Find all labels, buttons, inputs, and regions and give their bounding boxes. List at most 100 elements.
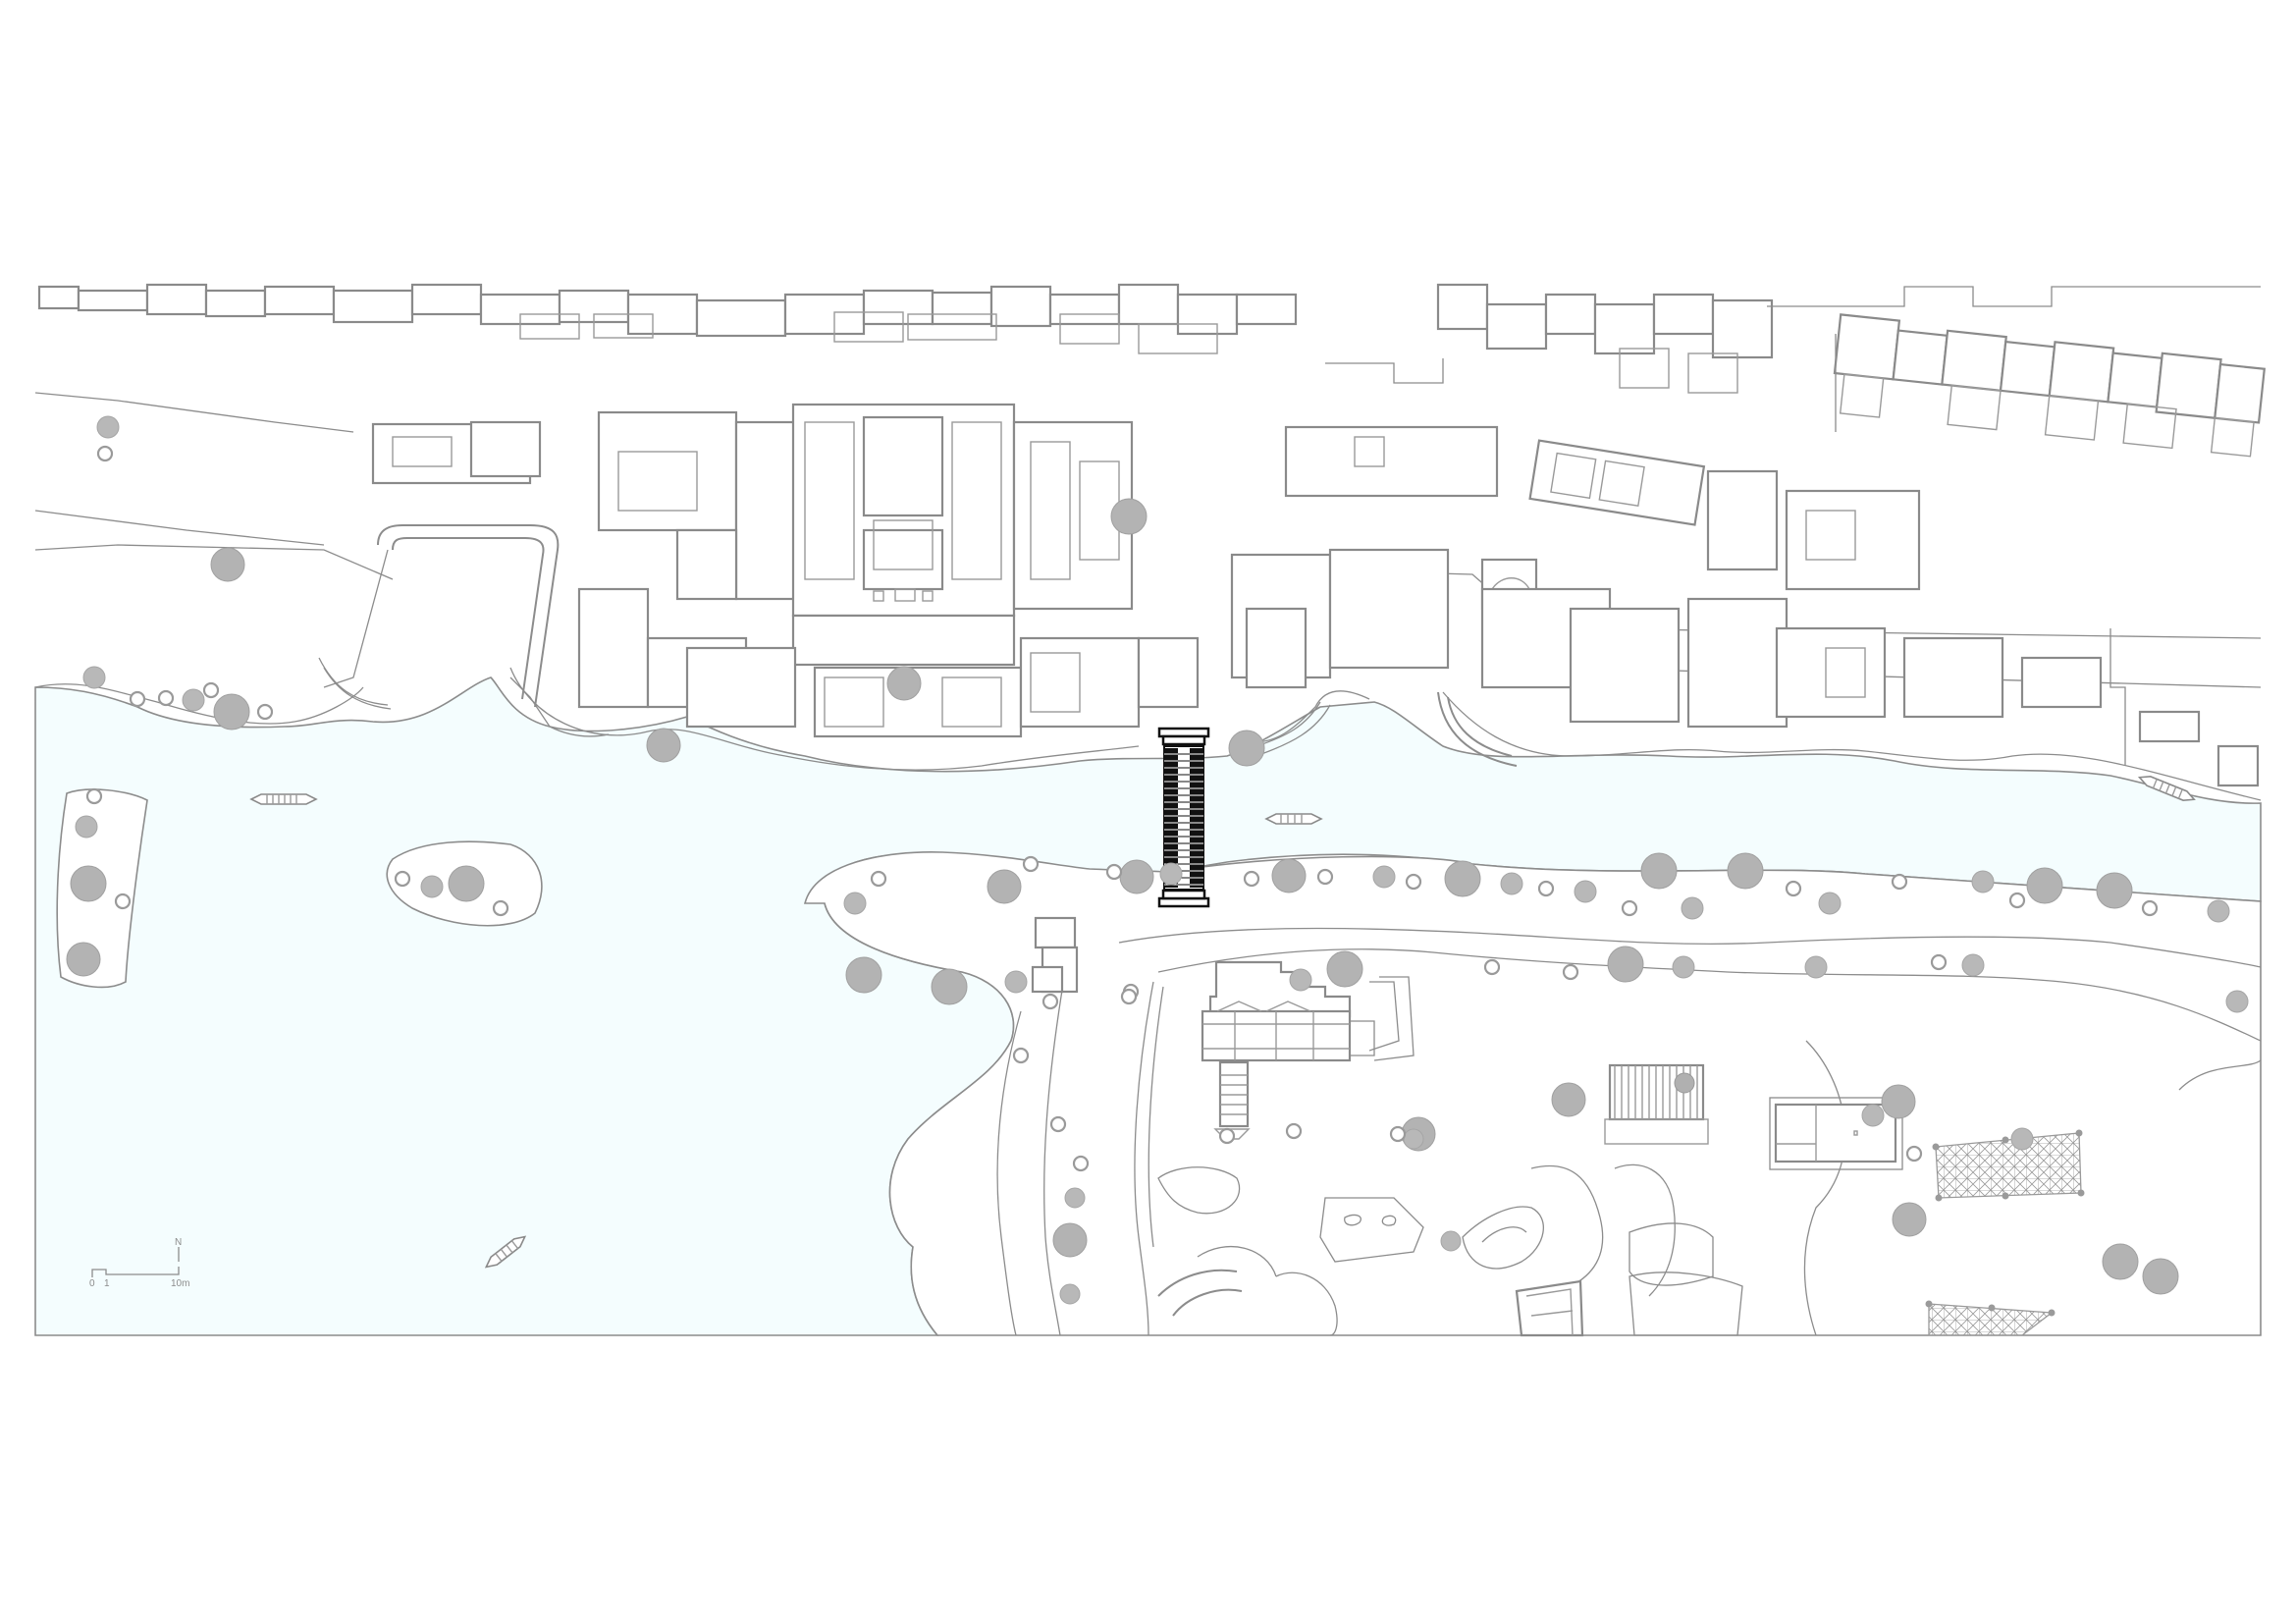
tree [2008, 892, 2026, 909]
tree [1444, 860, 1481, 897]
tree [1727, 852, 1764, 890]
tree [448, 865, 485, 902]
tree [1285, 1122, 1303, 1140]
tree [1681, 896, 1704, 920]
tree [1105, 863, 1123, 881]
boat [1264, 813, 1323, 825]
tree [1881, 1084, 1916, 1119]
tree [1905, 1145, 1923, 1163]
tree [1012, 1047, 1030, 1064]
tree [843, 892, 867, 915]
tree [492, 899, 509, 917]
tree [1500, 872, 1523, 895]
tree [1326, 950, 1363, 988]
small-river-pavilion [1031, 916, 1079, 994]
tree [1059, 1283, 1081, 1305]
tree [1971, 870, 1995, 893]
tree [75, 815, 98, 839]
tree [1483, 958, 1501, 976]
tree [2026, 867, 2063, 904]
central-building-complex [371, 403, 2260, 787]
tree [202, 681, 220, 699]
tree [1891, 873, 1908, 891]
north-housing-row [37, 283, 2267, 458]
tree [96, 445, 114, 462]
tree [1049, 1115, 1067, 1133]
tree [1621, 899, 1638, 917]
tree [70, 865, 107, 902]
tree [1072, 1155, 1090, 1172]
boat [2137, 776, 2196, 801]
south-bank [803, 851, 2262, 1336]
tree [1537, 880, 1555, 897]
boat [484, 1235, 527, 1269]
tree [82, 666, 106, 689]
north-label: N [175, 1237, 182, 1248]
tree [129, 690, 146, 708]
tree [1562, 963, 1579, 981]
tree [1052, 1222, 1088, 1258]
tree [420, 875, 444, 898]
tree [1316, 868, 1334, 886]
tree [1389, 1125, 1407, 1143]
tree [1785, 880, 1802, 897]
tree [1804, 955, 1828, 979]
tree [1004, 970, 1028, 994]
tree [85, 787, 103, 805]
tree [1041, 993, 1059, 1010]
tree [2225, 990, 2249, 1013]
tree [2207, 899, 2230, 923]
tree [1640, 852, 1678, 890]
tree [256, 703, 274, 721]
tree [2102, 1243, 2139, 1280]
scale-tick-10m: 10m [171, 1278, 189, 1289]
tree [1574, 880, 1597, 903]
tree [157, 689, 175, 707]
boats [249, 776, 2196, 1269]
tree [1892, 1202, 1927, 1237]
trees [66, 415, 2249, 1305]
tree [114, 893, 132, 910]
tree [1405, 873, 1422, 891]
tree [210, 547, 245, 582]
tree [2010, 1127, 2034, 1151]
tree [394, 870, 411, 888]
tree [931, 968, 968, 1005]
tree [1159, 862, 1183, 886]
tree [845, 956, 882, 994]
tree [1403, 1128, 1424, 1150]
curved-quay [318, 524, 610, 737]
tree [2096, 872, 2133, 909]
tree [1372, 865, 1396, 889]
river-pavilion [1201, 960, 1415, 1140]
tree [1930, 953, 1948, 971]
tree [1064, 1187, 1086, 1209]
boat [249, 793, 318, 805]
tree [1120, 988, 1138, 1005]
pool-building [1769, 1097, 1903, 1170]
tree [1228, 730, 1265, 767]
tree [182, 688, 205, 712]
tree [1022, 855, 1040, 873]
tree [1271, 858, 1307, 893]
tree [1961, 953, 1985, 977]
tree [1861, 1104, 1885, 1127]
tree [1818, 892, 1842, 915]
tree [66, 942, 101, 977]
tree [1110, 498, 1148, 535]
scale-bar: N 0 1 10m [89, 1237, 189, 1289]
tree [1440, 1230, 1462, 1252]
tree [2142, 1258, 2179, 1295]
tree [1289, 968, 1312, 992]
tree [1551, 1082, 1586, 1117]
tree [987, 869, 1022, 904]
scale-tick-1: 1 [104, 1278, 110, 1289]
tree [1243, 870, 1260, 888]
tree [1607, 946, 1644, 983]
tree [213, 693, 250, 730]
tree [886, 666, 922, 701]
tree [2141, 899, 2159, 917]
tree [870, 870, 887, 888]
tree [1218, 1127, 1236, 1145]
